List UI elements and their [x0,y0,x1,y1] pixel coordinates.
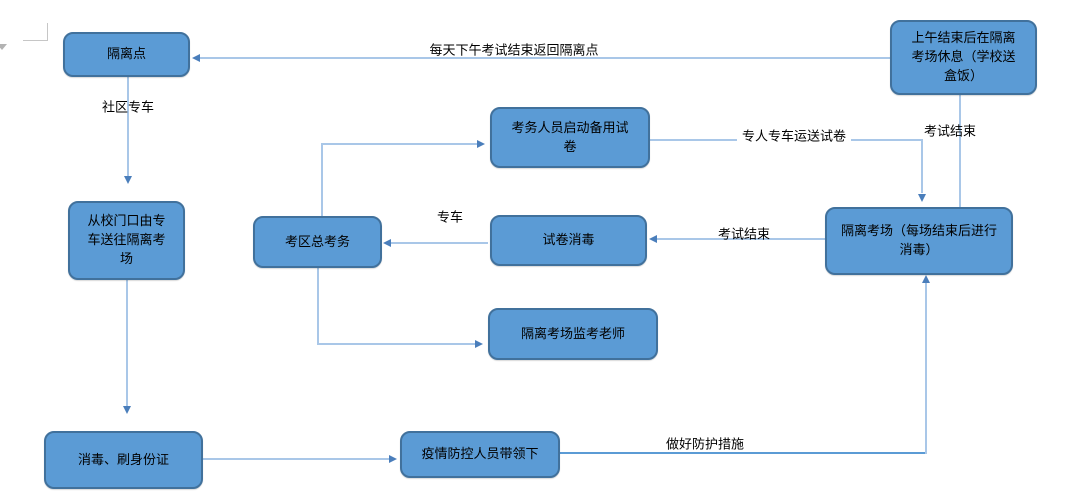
edge-label-exam-end-middle: 考试结束 [717,226,771,242]
connector-disinfect-to-epidemic-line [203,458,391,460]
arrowhead-down-icon [124,176,132,184]
edge-label-exam-end-right: 考试结束 [923,123,977,139]
connector-isolation-to-gate-line [127,77,129,177]
node-isolation-room-invigilator[interactable]: 隔离考场监考老师 [488,308,658,360]
page-margin-mark-vertical [47,23,48,41]
node-disinfect-id-check[interactable]: 消毒、刷身份证 [44,431,203,489]
ruler-marker-icon [0,44,7,50]
node-label: 考区总考务 [284,233,350,249]
connector-paperdisinfect-to-chief-line [390,242,488,244]
arrowhead-right-icon [477,140,485,148]
node-label: 消毒、刷身份证 [77,451,169,467]
connector-epidemic-to-room-hline [560,452,927,454]
node-rest-after-morning[interactable]: 上午结束后在隔离考场休息（学校送盒饭） [890,20,1037,95]
connector-backup-to-room-vline [921,139,923,193]
edge-label-vehicle-transport: 专人专车运送试卷 [736,128,852,144]
arrowhead-up-icon [922,275,930,283]
node-isolation-point[interactable]: 隔离点 [63,32,190,77]
node-label: 疫情防控人员带领下 [421,446,539,462]
node-label: 从校门口由专车送往隔离考场 [87,213,166,266]
connector-rest-to-isolation-line [200,57,890,59]
connector-gate-to-disinfect-line [126,280,128,407]
edge-label-protective-measures: 做好防护措施 [665,436,745,452]
connector-chief-to-backup-vline [321,143,323,216]
node-label: 隔离考场（每场结束后进行消毒） [840,223,997,257]
edge-label-return-to-isolation: 每天下午考试结束返回隔离点 [429,42,599,58]
node-label: 试卷消毒 [542,232,595,248]
page-margin-mark-horizontal [23,40,48,41]
node-district-chief-office[interactable]: 考区总考务 [253,216,382,268]
connector-rest-to-room-line [959,95,961,207]
arrowhead-left-icon [192,54,200,62]
node-label: 隔离考场监考老师 [520,325,625,341]
node-backup-exam-paper[interactable]: 考务人员启动备用试卷 [490,107,650,168]
arrowhead-down-icon [123,406,131,414]
connector-chief-to-invigilator-hline [317,343,477,345]
connector-chief-to-backup-hline [321,143,479,145]
arrowhead-right-icon [475,340,483,348]
node-label: 隔离点 [106,46,146,62]
connector-chief-to-invigilator-vline [317,268,319,344]
connector-epidemic-to-room-vline [925,283,927,454]
node-label: 上午结束后在隔离考场休息（学校送盒饭） [911,30,1016,83]
arrowhead-down-icon [918,194,926,202]
edge-label-community-bus: 社区专车 [101,99,155,115]
node-paper-disinfection[interactable]: 试卷消毒 [490,215,647,266]
node-epidemic-control-staff[interactable]: 疫情防控人员带领下 [400,431,560,478]
arrowhead-left-icon [649,235,657,243]
node-label: 考务人员启动备用试卷 [511,119,629,154]
node-transport-from-school-gate[interactable]: 从校门口由专车送往隔离考场 [68,201,185,280]
arrowhead-left-icon [383,239,391,247]
connector-room-to-paperdisinfect-line [656,238,825,240]
node-isolation-exam-room[interactable]: 隔离考场（每场结束后进行消毒） [825,207,1013,275]
arrowhead-right-icon [389,455,397,463]
edge-label-special-vehicle: 专车 [436,209,464,225]
